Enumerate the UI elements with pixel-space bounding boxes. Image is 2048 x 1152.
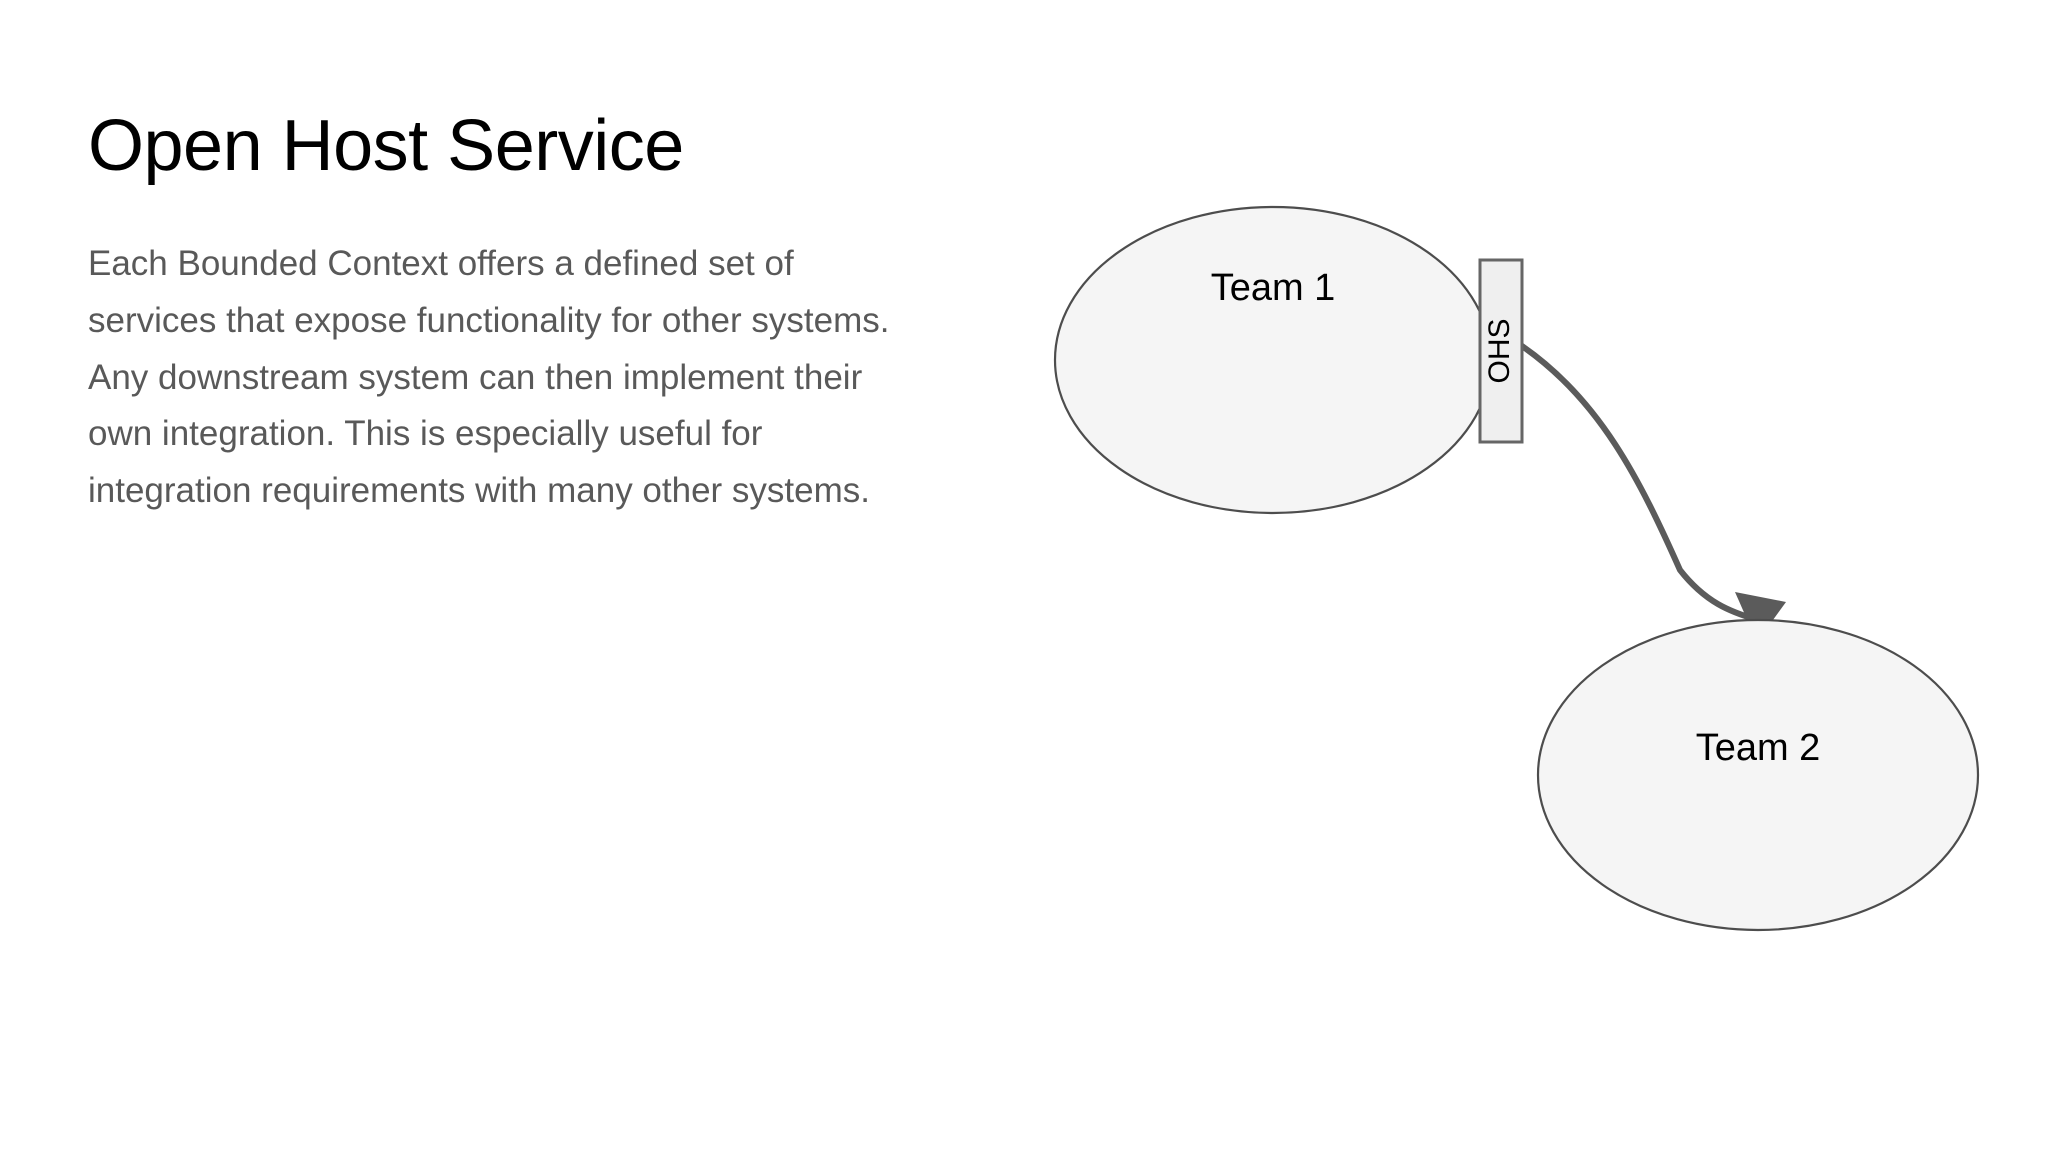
team2-ellipse[interactable]	[1536, 618, 1980, 932]
team1-ellipse[interactable]	[1053, 205, 1493, 515]
edge-team1-to-team2	[1519, 343, 1786, 642]
slide-body-text: Each Bounded Context offers a defined se…	[88, 244, 890, 511]
annotation-ohs[interactable]: OHS	[1478, 258, 1524, 444]
page-title: Open Host Service	[88, 106, 684, 186]
relationship-diagram: Team 1 OHS Team 2	[1000, 150, 2040, 1010]
node-team2[interactable]: Team 2	[1536, 618, 1980, 932]
ohs-label: OHS	[1483, 318, 1516, 383]
ohs-box[interactable]	[1478, 258, 1524, 444]
node-label-team2: Team 2	[1696, 727, 1821, 769]
node-team1[interactable]: Team 1	[1053, 205, 1493, 515]
node-label-team1: Team 1	[1211, 267, 1336, 309]
text-column: Open Host Service Each Bounded Context o…	[88, 108, 918, 520]
